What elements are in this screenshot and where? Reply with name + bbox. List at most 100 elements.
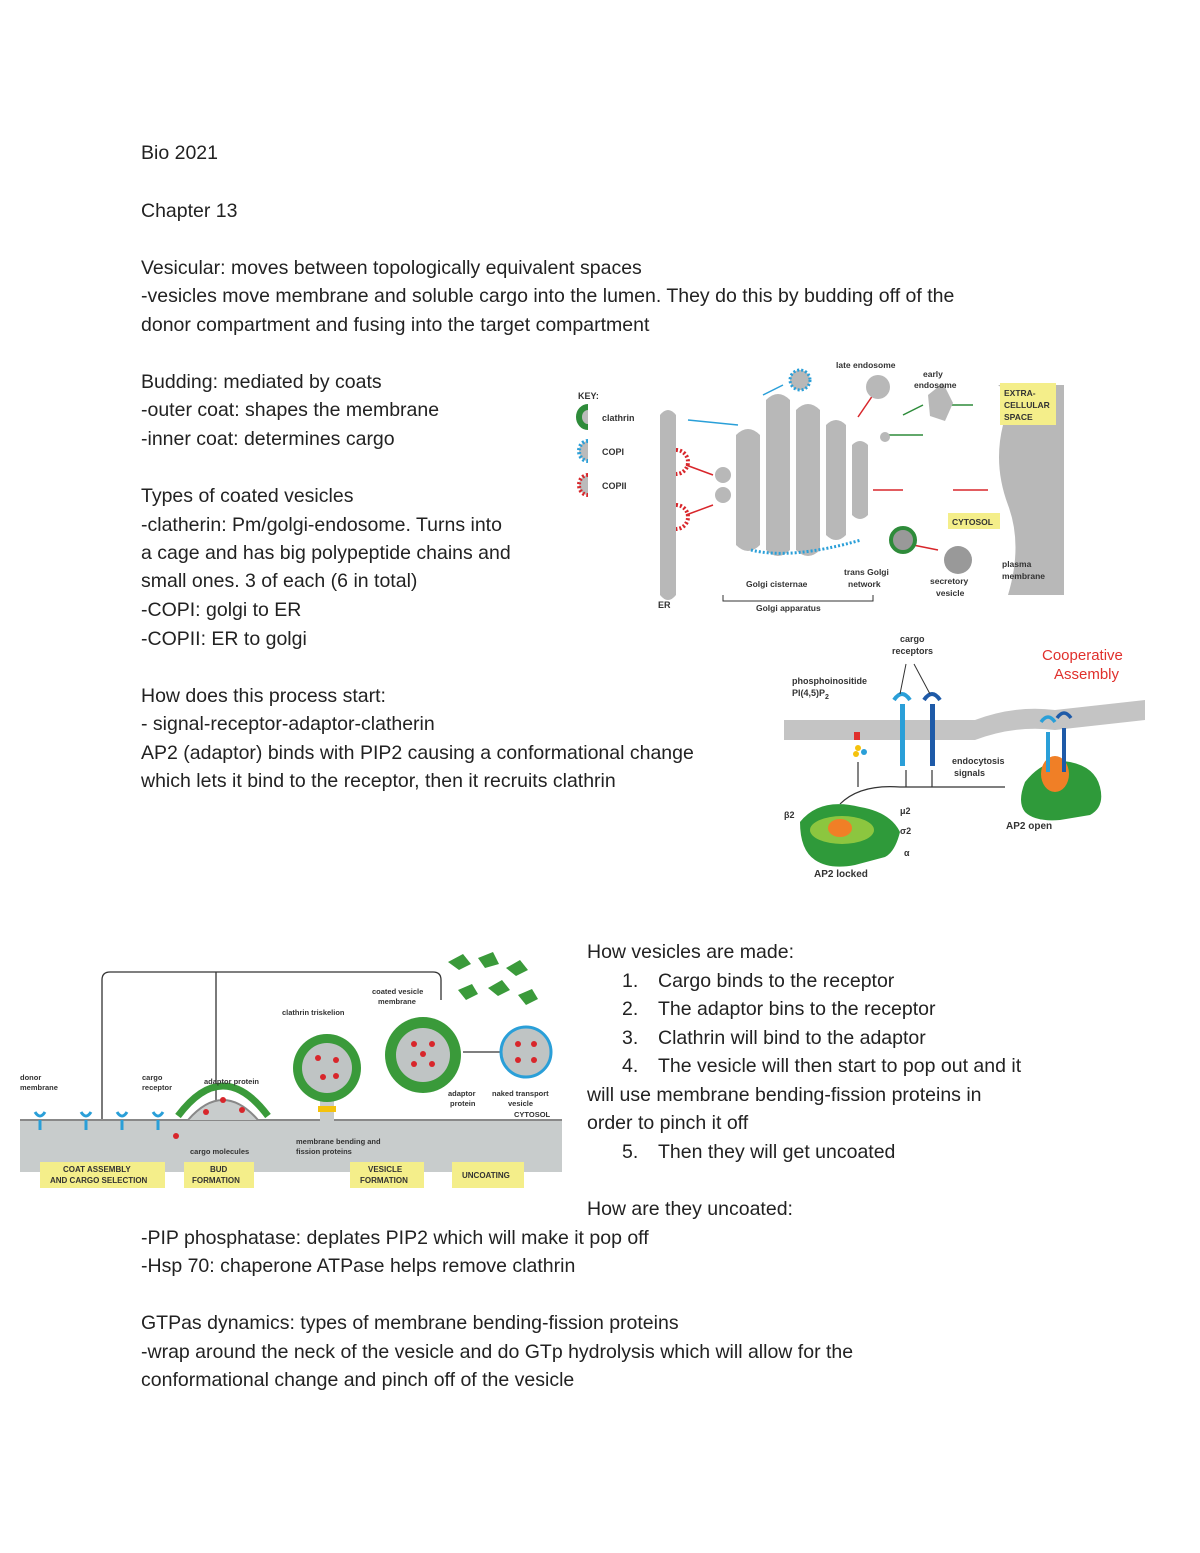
- step-continuation: order to pinch it off: [587, 1112, 749, 1134]
- trans-golgi-label: network: [848, 579, 881, 589]
- types-line: small ones. 3 of each (6 in total): [141, 570, 418, 592]
- uncoat-heading: How are they uncoated:: [587, 1198, 793, 1220]
- gtpase-line: conformational change and pinch off of t…: [141, 1369, 575, 1391]
- secretory-vesicle: [944, 546, 972, 574]
- copii-arrows: [685, 394, 988, 551]
- phosphoinositide-label: phosphoinositide: [792, 676, 867, 686]
- cargo-receptor-label: receptor: [142, 1083, 172, 1092]
- golgi-cisternae: [736, 394, 868, 556]
- donor-membrane-label: donor: [20, 1073, 41, 1082]
- secretory-vesicle-label: vesicle: [936, 588, 965, 598]
- pip2-molecule: [861, 749, 867, 755]
- cargo-molecules: [315, 1055, 339, 1080]
- stage-label: FORMATION: [192, 1176, 240, 1185]
- budding-line: -outer coat: shapes the membrane: [141, 399, 440, 421]
- plasma-membrane-label: membrane: [1002, 571, 1045, 581]
- cargo-receptor: [922, 692, 942, 766]
- stage-label: FORMATION: [360, 1176, 408, 1185]
- pip2-text: PI(4,5)P: [792, 688, 825, 698]
- clathrin-arrows: [888, 404, 973, 436]
- er-label: ER: [658, 600, 671, 610]
- step-text: Then they will get uncoated: [658, 1141, 896, 1163]
- key-clathrin-label: clathrin: [602, 413, 635, 423]
- vesicular-line: -vesicles move membrane and soluble carg…: [141, 285, 955, 307]
- receptor-head: [1055, 711, 1073, 720]
- adaptor-label: protein: [450, 1099, 476, 1108]
- stage-label: UNCOATING: [462, 1171, 510, 1180]
- bound-receptor: [1046, 732, 1050, 772]
- chapter-title: Chapter 13: [141, 200, 238, 222]
- pip2-molecule: [855, 745, 861, 751]
- stage-box: [40, 1162, 165, 1188]
- course-title: Bio 2021: [141, 142, 218, 164]
- stage-label: VESICLE: [368, 1165, 403, 1174]
- uncoat-line: -Hsp 70: chaperone ATPase helps remove c…: [141, 1255, 576, 1277]
- mu2-subunit: [828, 819, 852, 837]
- uncoat-line: -PIP phosphatase: deplates PIP2 which wi…: [141, 1227, 649, 1249]
- endocytosis-signals-label: signals: [954, 768, 985, 778]
- cooperative-assembly-title: Assembly: [1054, 666, 1120, 683]
- copi-vesicle: [788, 368, 812, 392]
- step-number: 4.: [622, 1055, 639, 1077]
- donor-membrane-label: membrane: [20, 1083, 58, 1092]
- cargo-receptors-label: cargo: [900, 634, 925, 644]
- budding-line: -inner coat: determines cargo: [141, 428, 395, 450]
- key-copii-label: COPII: [602, 481, 627, 491]
- bending-fission-label: membrane bending and: [296, 1137, 381, 1146]
- step-text: Cargo binds to the receptor: [658, 970, 895, 992]
- free-clathrin-triskelia: [448, 952, 538, 1005]
- key-title: KEY:: [578, 391, 599, 401]
- copi-key-icon: [577, 439, 589, 463]
- cargo-molecules-label: cargo molecules: [190, 1147, 249, 1156]
- cargo-molecules: [411, 1041, 435, 1067]
- endocytosis-signals-label: endocytosis: [952, 756, 1005, 766]
- cargo-receptor-label: cargo: [142, 1073, 163, 1082]
- naked-vesicle-label: naked transport: [492, 1089, 549, 1098]
- stage-label: BUD: [210, 1165, 228, 1174]
- made-heading: How vesicles are made:: [587, 941, 794, 963]
- plasma-membrane-label: plasma: [1002, 559, 1032, 569]
- start-heading: How does this process start:: [141, 685, 386, 707]
- start-line: AP2 (adaptor) binds with PIP2 causing a …: [141, 742, 694, 764]
- cargo-molecules: [203, 1097, 245, 1115]
- step-number: 5.: [622, 1141, 639, 1163]
- types-line: -clatherin: Pm/golgi-endosome. Turns int…: [141, 514, 502, 536]
- step-continuation: will use membrane bending-fission protei…: [587, 1084, 982, 1106]
- pip2-subscript: 2: [825, 694, 829, 701]
- er-membrane: [660, 410, 676, 600]
- start-line: - signal-receptor-adaptor-clatherin: [141, 713, 435, 735]
- plasma-membrane: [784, 700, 1145, 740]
- cargo-receptor: [892, 692, 912, 766]
- bending-fission-label: fission proteins: [296, 1147, 352, 1156]
- gtpase-line: -wrap around the neck of the vesicle and…: [141, 1341, 854, 1363]
- naked-transport-vesicle: [499, 1025, 553, 1079]
- fission-protein: [318, 1106, 336, 1112]
- early-endosome: [928, 383, 953, 421]
- late-endosome-label: late endosome: [836, 360, 896, 370]
- assembly-arrows: [839, 762, 1005, 805]
- receptor-pointer: [899, 663, 931, 695]
- ap2-open-complex: [1021, 761, 1102, 821]
- clathrin-coated-vesicle: [889, 526, 917, 554]
- pip2-headgroup: [854, 732, 860, 740]
- vesicle-lumen: [302, 1043, 352, 1093]
- pip2-label: PI(4,5)P2: [792, 688, 829, 701]
- pip2-molecule: [853, 751, 859, 757]
- extracellular-label: CELLULAR: [1004, 400, 1050, 410]
- secretory-vesicle-label: secretory: [930, 576, 969, 586]
- bound-receptor: [1062, 728, 1066, 772]
- receptor-head: [1039, 715, 1057, 724]
- vesicular-heading: Vesicular: moves between topologically e…: [141, 257, 642, 279]
- ap2-assembly-figure: cargo receptors phosphoinositide PI(4,5)…: [780, 632, 1148, 884]
- step-number: 2.: [622, 998, 639, 1020]
- copii-bud: [675, 503, 690, 531]
- naked-vesicle-label: vesicle: [508, 1099, 533, 1108]
- clathrin-coat: [175, 1082, 271, 1119]
- clathrin-vesicle-figure: COAT ASSEMBLY AND CARGO SELECTION BUD FO…: [18, 940, 564, 1192]
- budding-heading: Budding: mediated by coats: [141, 371, 382, 393]
- transport-vesicle: [715, 467, 731, 483]
- vesicular-line: donor compartment and fusing into the ta…: [141, 314, 650, 336]
- transport-vesicle: [715, 487, 731, 503]
- step-text: The adaptor bins to the receptor: [658, 998, 936, 1020]
- transport-vesicle: [880, 432, 890, 442]
